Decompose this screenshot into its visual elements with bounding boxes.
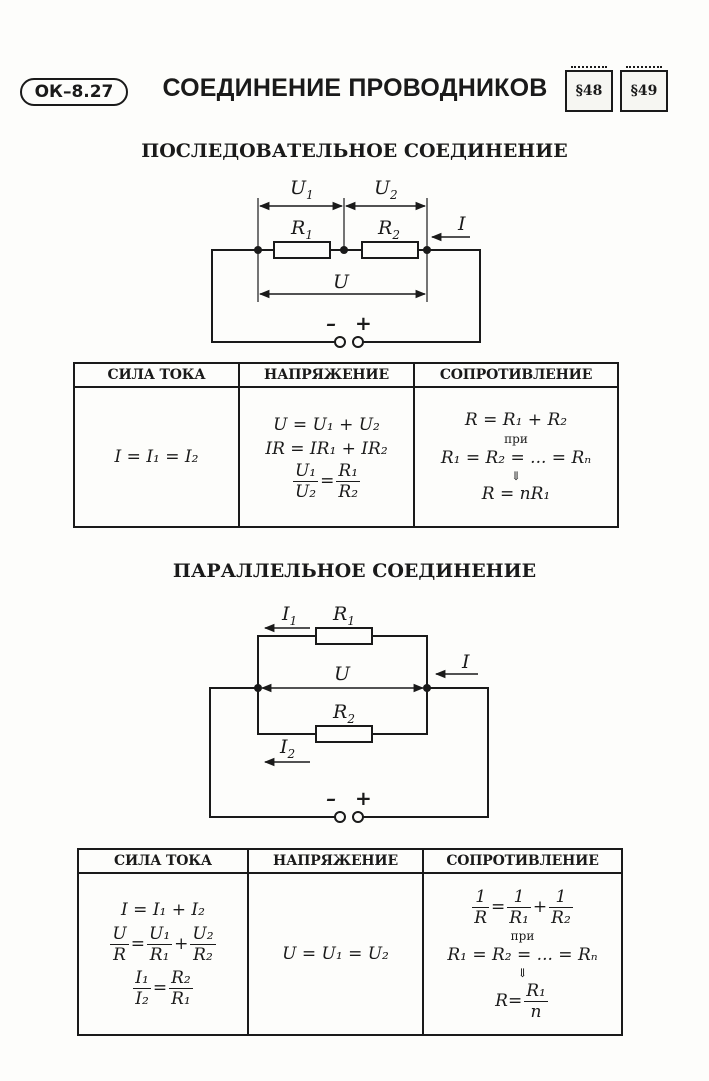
- resistor-r2: [315, 725, 373, 743]
- label-r1: R1: [290, 217, 313, 242]
- label-current: I: [457, 213, 466, 235]
- series-voltage-formula-1: U = U₁ + U₂: [273, 414, 380, 435]
- table-header-row: СИЛА ТОКА НАПРЯЖЕНИЕ СОПРОТИВЛЕНИЕ: [73, 362, 619, 388]
- series-resistance-formula-3: R = nR₁: [481, 484, 551, 504]
- node-dot: [340, 246, 348, 254]
- header-voltage: НАПРЯЖЕНИЕ: [238, 362, 415, 388]
- terminal-plus: [352, 811, 364, 823]
- parallel-resistance-formula-2: R₁ = R₂ = ... = Rₙ: [447, 945, 598, 965]
- parallel-current-formula-1: I = I₁ + I₂: [121, 900, 205, 920]
- parallel-wire-left: [209, 687, 335, 818]
- parallel-resistance-pri: при: [510, 929, 535, 943]
- header-resistance: СОПРОТИВЛЕНИЕ: [422, 848, 623, 874]
- header: ОК–8.27 СОЕДИНЕНИЕ ПРОВОДНИКОВ §48 §49: [0, 60, 709, 120]
- node-dot: [254, 246, 262, 254]
- node-dot: [254, 684, 262, 692]
- series-formulas-table: СИЛА ТОКА НАПРЯЖЕНИЕ СОПРОТИВЛЕНИЕ I = I…: [73, 362, 619, 528]
- label-r2: R2: [332, 701, 355, 726]
- label-plus: +: [355, 786, 372, 810]
- label-i2: I2: [279, 736, 295, 761]
- terminal-minus: [334, 336, 346, 348]
- branch-bottom: [257, 688, 316, 735]
- implies-arrow-icon: ⇓: [510, 469, 522, 483]
- table-header-row: СИЛА ТОКА НАПРЯЖЕНИЕ СОПРОТИВЛЕНИЕ: [77, 848, 623, 874]
- page-title: СОЕДИНЕНИЕ ПРОВОДНИКОВ: [162, 74, 548, 102]
- label-current: I: [461, 651, 470, 673]
- series-circuit-diagram: U1 U2 R1 R2 U I – +: [211, 177, 481, 348]
- series-resistance-formula-2: R₁ = R₂ = ... = Rₙ: [440, 448, 592, 468]
- label-r2: R2: [377, 217, 400, 242]
- series-current-cell: I = I₁ = I₂: [73, 386, 240, 528]
- series-section-title: ПОСЛЕДОВАТЕЛЬНОЕ СОЕДИНЕНИЕ: [141, 140, 568, 162]
- branch-top: [257, 635, 316, 688]
- resistor-r2: [361, 241, 419, 259]
- header-current: СИЛА ТОКА: [77, 848, 249, 874]
- paragraph-ref-48[interactable]: §48: [565, 66, 613, 112]
- parallel-voltage-formula: U = U₁ = U₂: [282, 944, 389, 964]
- card-code: ОК–8.27: [20, 78, 128, 106]
- label-u1: U1: [290, 177, 314, 202]
- label-u2: U2: [374, 177, 398, 202]
- parallel-voltage-cell: U = U₁ = U₂: [247, 872, 424, 1036]
- parallel-formulas-table: СИЛА ТОКА НАПРЯЖЕНИЕ СОПРОТИВЛЕНИЕ I = I…: [77, 848, 623, 1036]
- implies-arrow-icon: ⇓: [517, 966, 528, 980]
- node-dot: [423, 684, 431, 692]
- resistor-r1: [273, 241, 331, 259]
- label-plus: +: [355, 311, 372, 335]
- label-i1: I1: [281, 603, 297, 628]
- series-resistance-formula-1: R = R₁ + R₂: [464, 410, 568, 430]
- paragraph-ref-49[interactable]: §49: [620, 66, 668, 112]
- series-wire-left: [211, 249, 335, 343]
- terminal-minus: [334, 811, 346, 823]
- label-minus: –: [326, 311, 336, 335]
- series-wire-right: [363, 249, 481, 343]
- table-row: I = I₁ = I₂ U = U₁ + U₂ IR = IR₁ + IR₂ U…: [73, 386, 619, 528]
- parallel-section-title: ПАРАЛЛЕЛЬНОЕ СОЕДИНЕНИЕ: [172, 560, 537, 582]
- node-dot: [423, 246, 431, 254]
- series-resistance-cell: R = R₁ + R₂ при R₁ = R₂ = ... = Rₙ ⇓ R =…: [413, 386, 619, 528]
- label-r1: R1: [332, 603, 355, 628]
- parallel-wire-right: [363, 687, 489, 818]
- header-resistance: СОПРОТИВЛЕНИЕ: [413, 362, 619, 388]
- terminal-plus: [352, 336, 364, 348]
- series-resistance-pri: при: [504, 432, 528, 446]
- label-minus: –: [326, 786, 336, 810]
- label-u: U: [334, 663, 351, 685]
- series-voltage-formula-2: IR = IR₁ + IR₂: [265, 438, 388, 459]
- header-voltage: НАПРЯЖЕНИЕ: [247, 848, 424, 874]
- series-current-formula: I = I₁ = I₂: [114, 447, 199, 467]
- resistor-r1: [315, 627, 373, 645]
- label-u: U: [333, 271, 350, 293]
- parallel-circuit-diagram: I1 R1 U I R2 I2 – +: [209, 603, 489, 823]
- header-current: СИЛА ТОКА: [73, 362, 240, 388]
